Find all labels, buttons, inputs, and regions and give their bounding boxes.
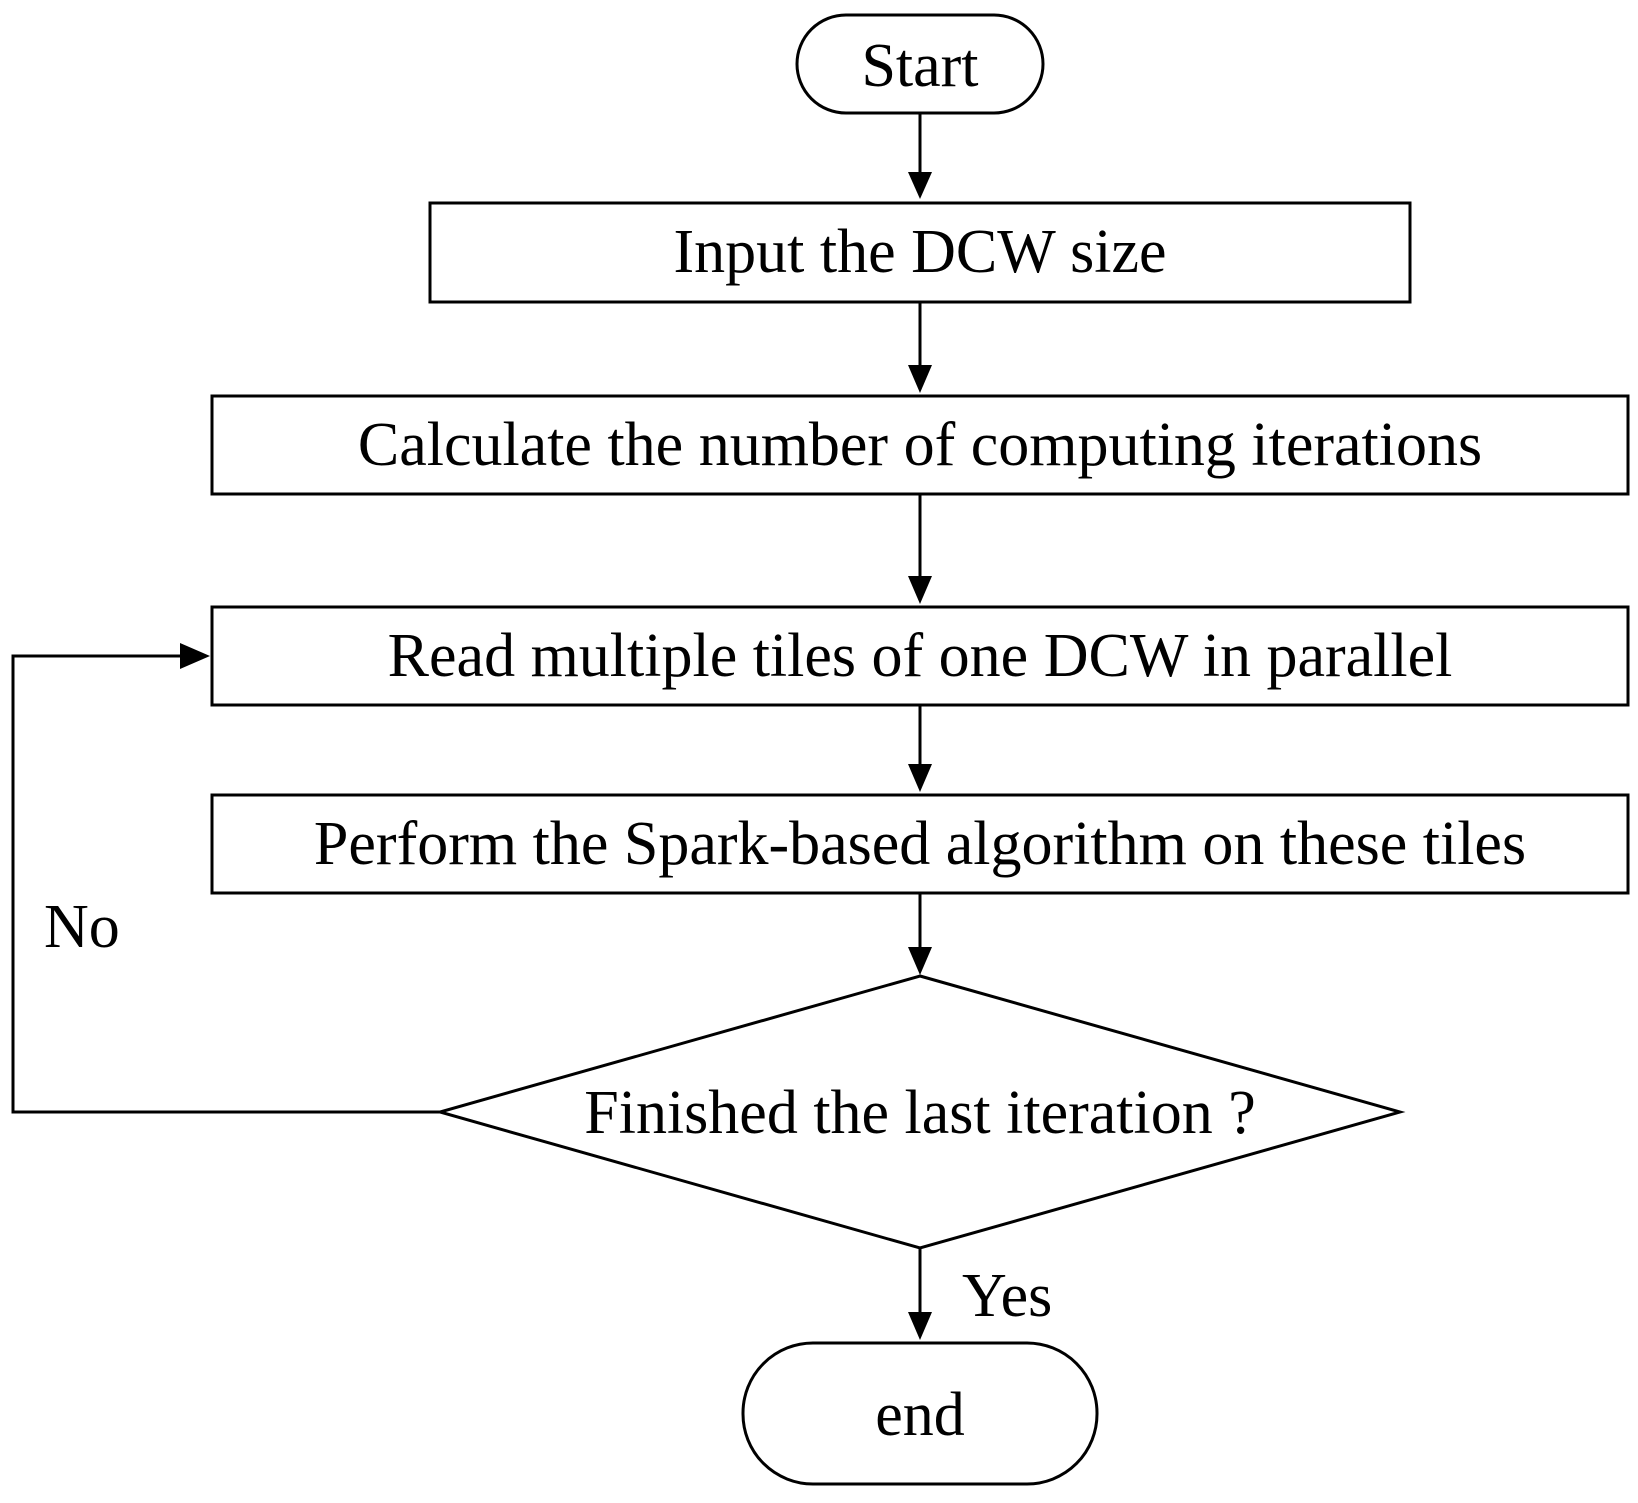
arrow-yes-to-end [908, 1248, 932, 1340]
input-size-label: Input the DCW size [673, 218, 1166, 286]
read-tiles-node: Read multiple tiles of one DCW in parall… [210, 605, 1630, 707]
perform-algorithm-node: Perform the Spark-based algorithm on the… [210, 793, 1630, 895]
arrow-input-to-calc [908, 302, 932, 393]
decision-label: Finished the last iteration ? [584, 1079, 1256, 1147]
end-label: end [875, 1381, 965, 1449]
calc-iterations-node: Calculate the number of computing iterat… [210, 394, 1630, 496]
start-label: Start [861, 32, 978, 100]
end-node: end [741, 1341, 1099, 1486]
decision-node: Finished the last iteration ? [434, 974, 1406, 1250]
arrow-read-to-perform [908, 705, 932, 792]
yes-edge-label: Yes [962, 1262, 1052, 1330]
perform-algorithm-label: Perform the Spark-based algorithm on the… [314, 810, 1526, 878]
arrow-calc-to-read [908, 494, 932, 604]
start-node: Start [795, 13, 1045, 115]
no-edge-label: No [44, 893, 120, 961]
calc-iterations-label: Calculate the number of computing iterat… [358, 411, 1482, 479]
arrow-no-loop [11, 643, 440, 1114]
arrow-perform-to-decision [908, 893, 932, 975]
input-size-node: Input the DCW size [428, 201, 1412, 304]
read-tiles-label: Read multiple tiles of one DCW in parall… [388, 622, 1453, 690]
arrow-start-to-input [908, 113, 932, 199]
